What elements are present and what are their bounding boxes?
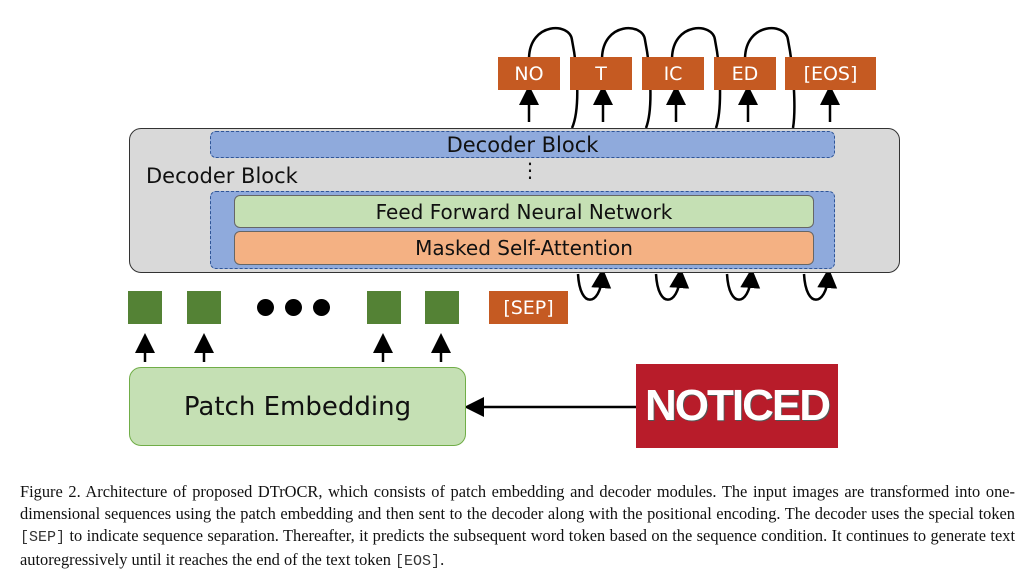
feedback-curve xyxy=(743,26,796,129)
ellipsis-dot xyxy=(313,299,330,316)
ellipsis-dot xyxy=(285,299,302,316)
feedback-curve xyxy=(576,268,612,301)
figure-caption: Figure 2. Architecture of proposed DTrOC… xyxy=(20,481,1015,573)
feedback-curve xyxy=(802,268,838,301)
patch-token xyxy=(425,291,459,324)
feedback-curve xyxy=(725,268,761,301)
feedback-loops-top xyxy=(527,26,796,129)
caption-text: Figure 2. Architecture of proposed DTrOC… xyxy=(20,482,1015,523)
ellipsis-dot xyxy=(257,299,274,316)
output-token: IC xyxy=(642,57,704,90)
feedback-curve xyxy=(670,26,722,129)
decoder-block-label: Decoder Block xyxy=(146,164,298,188)
caption-code-eos: [EOS] xyxy=(395,553,441,570)
vertical-ellipsis-icon: ⋮ xyxy=(520,158,540,182)
feedback-curve xyxy=(654,268,690,301)
feedback-curve xyxy=(527,26,579,129)
masked-self-attention-layer: Masked Self-Attention xyxy=(234,231,814,265)
output-token: T xyxy=(570,57,632,90)
patch-token xyxy=(128,291,162,324)
patch-embedding-block: Patch Embedding xyxy=(129,367,466,446)
patch-arrows xyxy=(135,333,451,362)
sep-token: [SEP] xyxy=(489,291,568,324)
output-arrows xyxy=(519,85,840,122)
caption-text: . xyxy=(440,550,445,569)
caption-text: to indicate sequence separation. Thereaf… xyxy=(20,526,1015,569)
output-token: ED xyxy=(714,57,776,90)
top-decoder-block: Decoder Block xyxy=(210,131,835,158)
patch-token xyxy=(187,291,221,324)
feedback-loops-bottom xyxy=(576,268,838,301)
caption-code-sep: [SEP] xyxy=(20,529,66,546)
patch-token xyxy=(367,291,401,324)
input-image: NOTICED xyxy=(636,364,838,448)
feed-forward-layer: Feed Forward Neural Network xyxy=(234,195,814,228)
output-token-eos: [EOS] xyxy=(785,57,876,90)
feedback-curve xyxy=(600,26,652,129)
output-token: NO xyxy=(498,57,560,90)
